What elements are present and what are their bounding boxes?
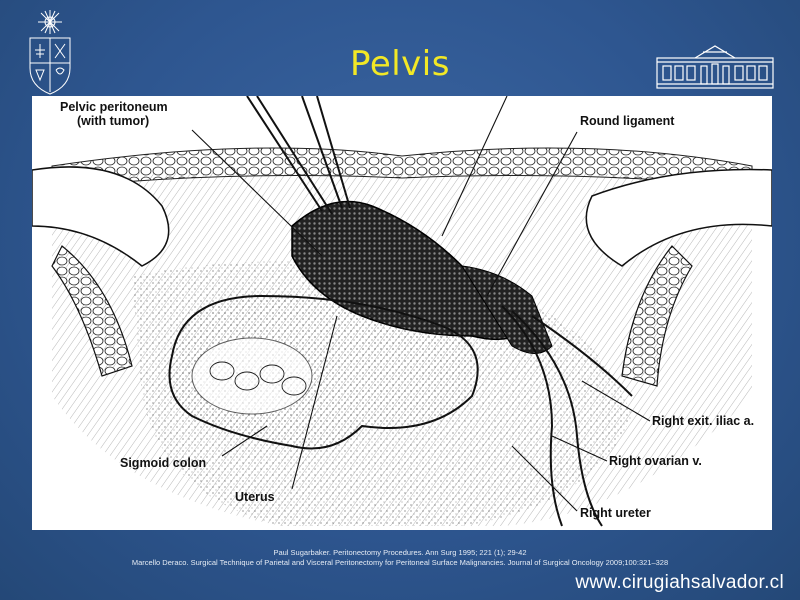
hospital-building-logo: [656, 45, 774, 89]
slide-title: Pelvis: [350, 44, 450, 84]
label-with-tumor: (with tumor): [77, 114, 150, 128]
website-url: www.cirugiahsalvador.cl: [575, 572, 784, 593]
illustration-drawing: [32, 96, 772, 527]
citation-sugarbaker: Paul Sugarbaker. Peritonectomy Procedure…: [273, 548, 527, 557]
label-right-ovarian: Right ovarian v.: [609, 454, 702, 468]
citation-deraco: Marcello Deraco. Surgical Technique of P…: [131, 557, 669, 567]
label-right-exit-iliac: Right exit. iliac a.: [652, 414, 755, 428]
label-sigmoid-colon: Sigmoid colon: [120, 456, 207, 470]
anatomical-illustration: Pelvic peritoneum (with tumor) Round lig…: [32, 96, 772, 530]
citation-block: Paul Sugarbaker. Peritonectomy Procedure…: [0, 548, 800, 567]
label-uterus: Uterus: [235, 490, 275, 504]
university-crest-logo: [29, 10, 71, 95]
label-round-ligament: Round ligament: [580, 114, 675, 128]
label-pelvic-peritoneum: Pelvic peritoneum: [60, 100, 168, 114]
label-right-ureter: Right ureter: [580, 506, 651, 520]
